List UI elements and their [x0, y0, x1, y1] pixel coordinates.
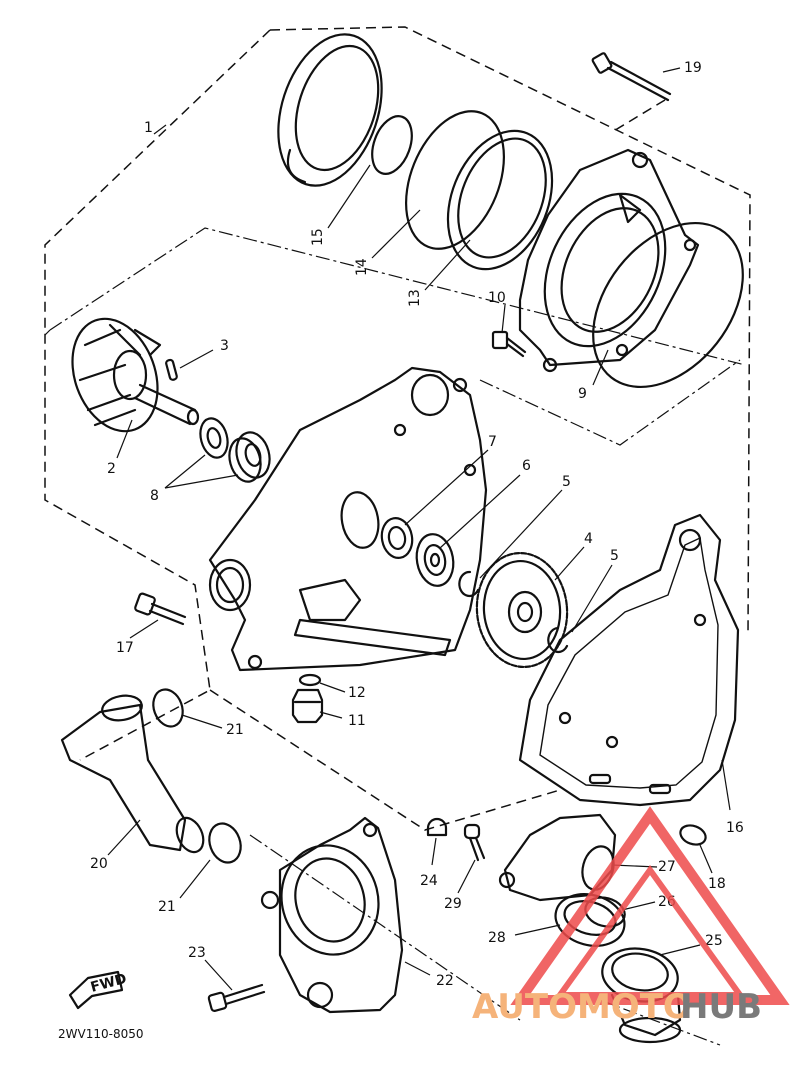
callout-17: 17 — [116, 640, 134, 656]
housing-part-25 — [601, 947, 682, 1044]
callout-23: 23 — [188, 945, 206, 961]
leader-lines — [107, 67, 731, 991]
callout-14: 14 — [354, 258, 370, 276]
callout-15: 15 — [310, 228, 326, 246]
callout-9: 9 — [578, 386, 587, 402]
callout-12: 12 — [348, 685, 366, 701]
o-ring-part-14 — [404, 110, 506, 250]
callout-2: 2 — [107, 461, 116, 477]
gear-part-4 — [475, 551, 569, 669]
oil-seal-part-15 — [277, 33, 383, 187]
callout-5a: 5 — [562, 474, 571, 490]
callout-16: 16 — [726, 820, 744, 836]
cap-part-24 — [426, 817, 448, 837]
bearing-part-7 — [380, 517, 414, 559]
pin-part-3 — [165, 358, 178, 381]
callouts: 1 2 3 4 5 5 6 7 8 9 10 11 12 13 14 15 16… — [90, 60, 744, 989]
callout-29: 29 — [444, 896, 462, 912]
washer-part-12 — [298, 673, 322, 687]
gasket-part-16 — [518, 513, 740, 807]
watermark-text-b: HUB — [680, 987, 762, 1027]
pump-housing — [208, 366, 488, 672]
callout-5b: 5 — [610, 548, 619, 564]
fwd-arrow-icon — [68, 970, 124, 1010]
callout-27: 27 — [658, 859, 676, 875]
housing-part-22 — [260, 816, 404, 1014]
disc-part-15 — [371, 115, 413, 175]
callout-18: 18 — [708, 876, 726, 892]
callout-21b: 21 — [158, 899, 176, 915]
bolt-part-17 — [134, 592, 187, 626]
screw-part-29 — [463, 823, 486, 862]
guide-lines — [44, 227, 746, 1046]
callout-24: 24 — [420, 873, 438, 889]
watermark-logo — [510, 806, 790, 1005]
bearing-part-6 — [415, 533, 455, 587]
callout-6: 6 — [522, 458, 531, 474]
callout-19: 19 — [684, 60, 702, 76]
bolt-part-19 — [591, 52, 672, 102]
callout-7: 7 — [488, 434, 497, 450]
assembly-outline — [44, 26, 751, 831]
callout-20: 20 — [90, 856, 108, 872]
callout-4: 4 — [584, 531, 593, 547]
pump-cover — [518, 148, 700, 373]
cap-part-18 — [679, 824, 707, 846]
callout-10: 10 — [488, 290, 506, 306]
o-ring-part-21a — [152, 688, 184, 728]
callout-1: 1 — [144, 120, 153, 136]
impeller-part-2 — [71, 317, 200, 433]
callout-21a: 21 — [226, 722, 244, 738]
seal-part-8b — [228, 431, 271, 483]
callout-8: 8 — [150, 488, 159, 504]
callout-25: 25 — [705, 933, 723, 949]
bolt-part-10 — [491, 330, 527, 358]
bolt-part-23 — [207, 983, 266, 1012]
callout-22: 22 — [436, 973, 454, 989]
circlip-part-5a — [458, 570, 480, 598]
o-ring-part-9 — [592, 221, 744, 389]
o-ring-part-21b — [208, 822, 242, 864]
callout-3: 3 — [220, 338, 229, 354]
watermark-text-a: AUTOMOTO — [472, 987, 692, 1027]
callout-11: 11 — [348, 713, 366, 729]
part-code: 2WV110-8050 — [58, 1027, 143, 1041]
callout-28: 28 — [488, 930, 506, 946]
bolt-part-11 — [291, 688, 324, 724]
callout-13: 13 — [407, 289, 423, 307]
seal-part-8a — [199, 417, 229, 459]
seal-ring-part-13 — [446, 129, 554, 271]
pipe-part-20 — [60, 694, 205, 854]
